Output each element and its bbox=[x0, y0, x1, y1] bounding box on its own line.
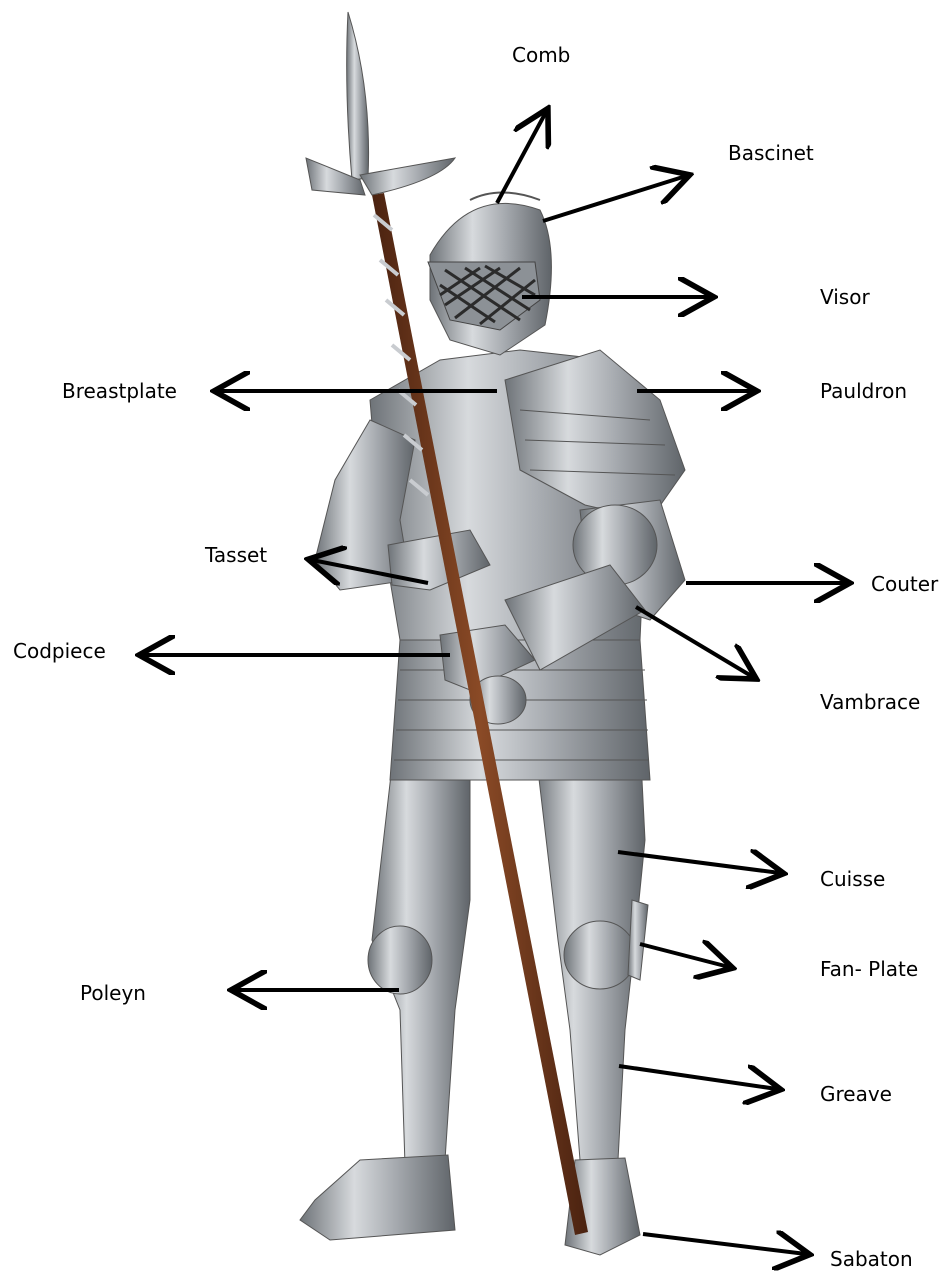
label-poleyn: Poleyn bbox=[80, 981, 146, 1005]
label-visor: Visor bbox=[820, 285, 870, 309]
label-cuisse: Cuisse bbox=[820, 867, 885, 891]
fan-plate-arrow bbox=[640, 944, 729, 967]
comb-ridge bbox=[470, 193, 540, 201]
label-tasset: Tasset bbox=[205, 543, 267, 567]
left-knee bbox=[368, 926, 432, 994]
comb-arrow bbox=[497, 112, 546, 203]
halberd-blade bbox=[360, 158, 455, 195]
greave-arrow bbox=[619, 1066, 777, 1089]
label-greave: Greave bbox=[820, 1082, 892, 1106]
label-fan-plate: Fan- Plate bbox=[820, 957, 918, 981]
label-vambrace: Vambrace bbox=[820, 690, 920, 714]
label-breastplate: Breastplate bbox=[62, 379, 177, 403]
label-bascinet: Bascinet bbox=[728, 141, 814, 165]
armour-figure bbox=[300, 193, 685, 1256]
fan-plate-shape bbox=[628, 900, 648, 980]
left-foot bbox=[300, 1155, 455, 1240]
label-couter: Couter bbox=[871, 572, 938, 596]
label-sabaton: Sabaton bbox=[830, 1247, 913, 1271]
halberd-spike bbox=[347, 12, 369, 180]
label-codpiece: Codpiece bbox=[13, 639, 106, 663]
sabaton-arrow bbox=[643, 1234, 806, 1254]
label-pauldron: Pauldron bbox=[820, 379, 907, 403]
right-knee bbox=[564, 921, 636, 989]
bascinet-arrow bbox=[543, 176, 686, 221]
vambrace-arrow bbox=[636, 607, 753, 677]
label-comb: Comb bbox=[512, 43, 570, 67]
